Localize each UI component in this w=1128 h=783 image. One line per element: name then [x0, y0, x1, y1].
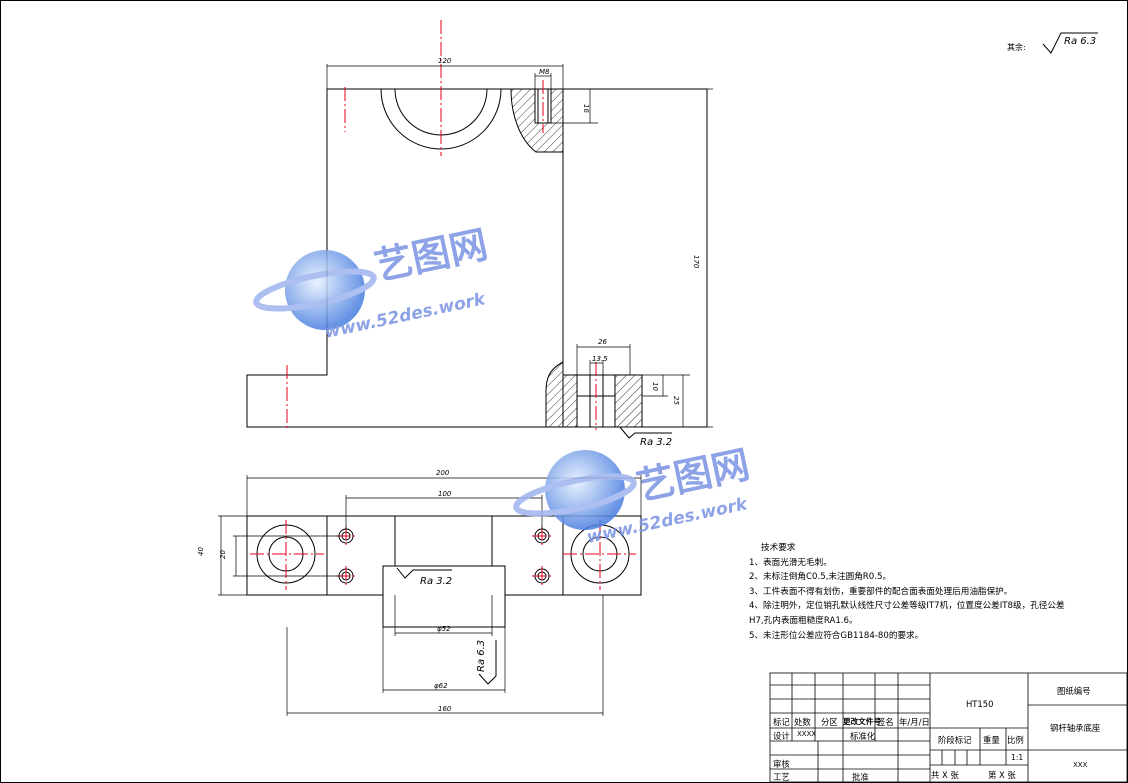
- front-view: [246, 88, 708, 428]
- ra-top-slot: Ra 3.2: [420, 576, 452, 587]
- tb-weight: 重量: [983, 735, 1000, 745]
- dim-20: 20: [219, 550, 227, 559]
- note-item: 5、未注形位公差应符合GB1184-80的要求。: [749, 630, 924, 641]
- dimension-texts: 120 M8 16 170 26 13.5 10 25 200 100 40 2…: [197, 57, 700, 713]
- front-centerlines: [286, 20, 597, 430]
- title-block-grid: [769, 672, 1128, 783]
- part-name: 钢杆轴承底座: [1050, 723, 1101, 733]
- company: XXX: [1073, 761, 1088, 769]
- tb-col-change-doc: 更改文件号: [843, 717, 881, 726]
- tb-scale: 1:1: [1011, 753, 1024, 762]
- watermark-brand-1: 艺图网: [371, 222, 492, 289]
- dim-100: 100: [438, 490, 452, 498]
- dim-40: 40: [197, 547, 205, 556]
- dim-m8: M8: [539, 68, 550, 76]
- tb-col-sign: 签名: [877, 717, 894, 727]
- dim-25: 25: [672, 396, 680, 405]
- dim-26: 26: [598, 338, 607, 346]
- notes-title: 技术要求: [761, 543, 796, 553]
- tb-process: 工艺: [773, 772, 790, 782]
- front-dimension-lines: [326, 64, 713, 428]
- ra-front-bottom: Ra 3.2: [640, 437, 672, 448]
- watermark-1: 艺图网 www.52des.work: [253, 222, 491, 343]
- tb-col-zone: 分区: [821, 717, 838, 727]
- tb-col-count: 处数: [794, 717, 811, 727]
- material: HT150: [966, 699, 994, 709]
- tb-approve: 批准: [852, 772, 869, 782]
- drawing-number-label: 图纸编号: [1057, 686, 1091, 696]
- tb-design: 设计: [773, 731, 790, 741]
- note-item: 3、工件表面不得有划伤，重要部件的配合面表面处理后用油脂保护。: [749, 586, 1013, 597]
- tb-sheets: 共 X 张: [931, 770, 959, 780]
- note-item: H7,孔内表面粗糙度RA1.6。: [749, 615, 858, 626]
- roughness-texts: Ra 6.3 其余: Ra 3.2 Ra 3.2 Ra 6.3: [420, 36, 1096, 672]
- ra-general-value: Ra 6.3: [1064, 36, 1096, 47]
- ra-top-bore: Ra 6.3: [476, 640, 487, 672]
- note-item: 1、表面光滑无毛刺。: [749, 557, 832, 568]
- tb-standardize: 标准化: [850, 731, 876, 741]
- dim-120: 120: [438, 57, 452, 65]
- dim-160: 160: [438, 705, 452, 713]
- roughness-symbols: [396, 32, 1098, 685]
- watermark-2: 艺图网 www.52des.work: [513, 442, 753, 548]
- dim-13-5: 13.5: [592, 355, 608, 363]
- tb-sheet-no: 第 X 张: [988, 770, 1016, 780]
- note-item: 4、除注明外，定位销孔默认线性尺寸公差等级IT7机，位置度公差IT8级，孔径公差: [749, 601, 1065, 612]
- tb-review: 审核: [773, 759, 790, 769]
- technical-requirements: 技术要求 1、表面光滑无毛刺。 2、未标注倒角C0.5,未注圆角R0.5。 3、…: [749, 541, 1128, 643]
- tb-col-mark: 标记: [773, 717, 790, 727]
- dim-52: φ52: [437, 625, 451, 633]
- dim-10: 10: [651, 382, 659, 391]
- tb-stage: 阶段标记: [938, 735, 972, 745]
- dim-16: 16: [582, 104, 590, 113]
- tb-design-name: XXXX: [797, 730, 817, 738]
- dim-200: 200: [436, 469, 450, 477]
- note-item: 2、未标注倒角C0.5,未注圆角R0.5。: [749, 572, 892, 583]
- top-view: [246, 515, 642, 628]
- ra-general-label: 其余:: [1007, 42, 1026, 52]
- dim-170: 170: [692, 255, 700, 269]
- tb-col-date: 年/月/日: [899, 717, 930, 727]
- tb-scale-label: 比例: [1007, 735, 1024, 745]
- dim-62: φ62: [434, 682, 448, 690]
